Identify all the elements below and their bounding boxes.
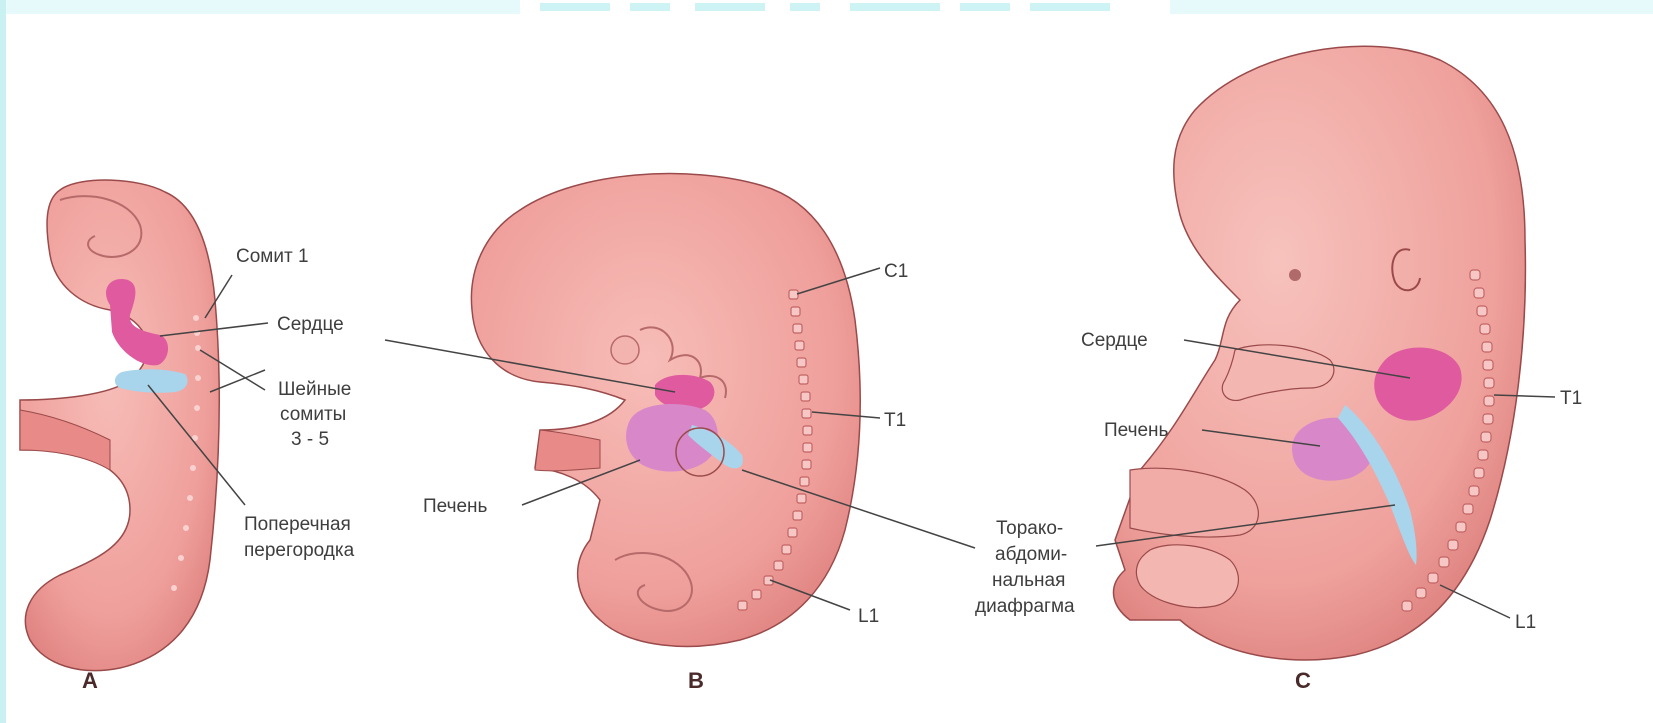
label-diaphragm-2: абдоми- <box>995 544 1067 565</box>
label-somite-1: Сомит 1 <box>236 246 309 267</box>
label-t1-b: T1 <box>884 410 906 431</box>
label-liver-c: Печень <box>1104 420 1169 441</box>
label-diaphragm-4: диафрагма <box>975 596 1075 617</box>
label-l1-c: L1 <box>1515 612 1536 633</box>
embryo-c-eye <box>1289 269 1301 281</box>
label-c1: C1 <box>884 261 908 282</box>
label-septum-2: перегородка <box>244 540 355 561</box>
label-cervical-2: сомиты <box>280 404 346 425</box>
label-t1-c: T1 <box>1560 388 1582 409</box>
embryo-b <box>471 174 860 647</box>
label-diaphragm-1: Торако- <box>996 518 1063 539</box>
panel-label-a: A <box>82 668 98 693</box>
label-cervical-1: Шейные <box>278 379 351 400</box>
label-septum-1: Поперечная <box>244 514 351 535</box>
embryo-a <box>20 180 219 671</box>
label-liver-b: Печень <box>423 496 488 517</box>
panel-label-c: C <box>1295 668 1311 693</box>
label-diaphragm-3: нальная <box>992 570 1065 591</box>
label-l1-b: L1 <box>858 606 879 627</box>
label-heart-c: Сердце <box>1081 330 1148 351</box>
embryo-b-eye-bump <box>611 336 639 364</box>
label-heart-a: Сердце <box>277 314 344 335</box>
label-cervical-3: 3 - 5 <box>291 429 329 450</box>
embryo-c <box>1114 46 1526 660</box>
panel-label-b: B <box>688 668 704 693</box>
